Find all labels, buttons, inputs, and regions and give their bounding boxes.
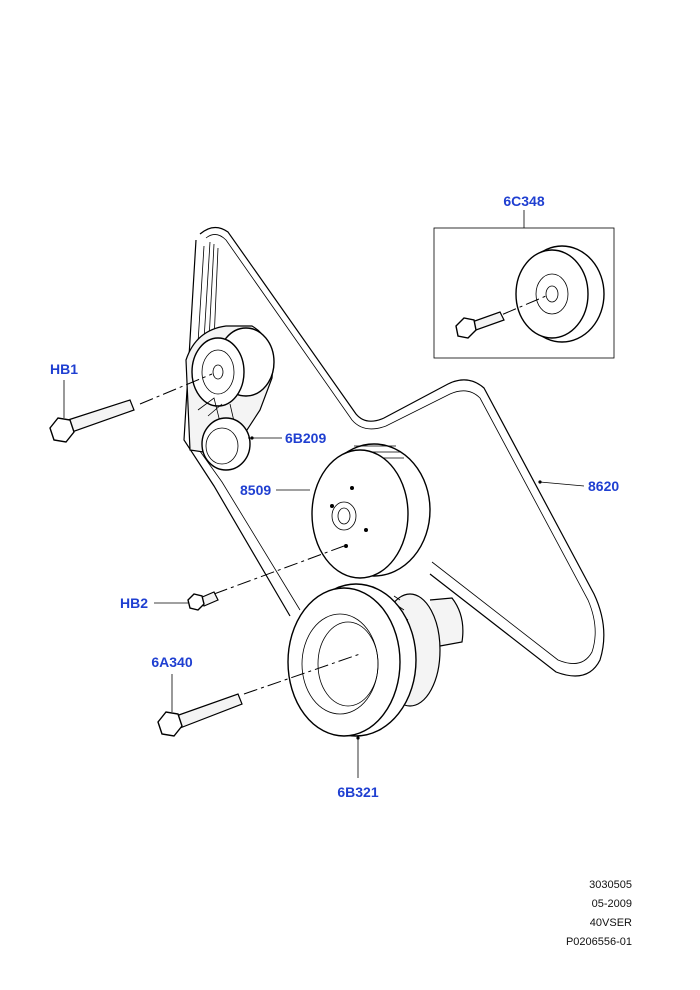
footer-date: 05-2009: [591, 898, 632, 910]
tensioner-pulley: [191, 337, 245, 407]
pulley-8509-hole-1: [350, 486, 354, 490]
hb1-head: [49, 417, 75, 443]
leader-6b209-dot: [250, 436, 254, 440]
bolt-6a340[interactable]: 6A340: [151, 653, 361, 737]
tensioner-pulley-hub: [201, 349, 235, 395]
hb1-shank: [67, 399, 135, 433]
bolt-hb1[interactable]: HB1: [49, 361, 213, 443]
pulley-8509[interactable]: [311, 443, 431, 579]
pulley-8509-hole-2: [330, 504, 334, 508]
leader-6b321-dot: [356, 736, 360, 740]
label-6b321: 6B321: [337, 784, 378, 800]
pulley-8509-hole-3: [364, 528, 368, 532]
idler-pulley-hub: [535, 273, 569, 315]
crank-pulley-inner: [317, 621, 379, 707]
crankshaft-pulley-6b321[interactable]: [287, 583, 464, 737]
6a340-shank: [175, 693, 243, 729]
inset-bolt-shank: [471, 311, 505, 331]
pulley-8509-bore-inner: [337, 507, 351, 525]
footer-code: 3030505: [589, 879, 632, 891]
label-6a340: 6A340: [151, 654, 192, 670]
belt-tensioner[interactable]: [185, 325, 275, 471]
bolt-hb2[interactable]: HB2: [120, 545, 345, 611]
idler-pulley[interactable]: [515, 249, 589, 339]
label-8620: 8620: [588, 478, 619, 494]
6a340-head: [157, 711, 183, 737]
label-6c348: 6C348: [503, 193, 544, 209]
tensioner-lower-hub: [205, 427, 239, 465]
drawing-reference-block: 3030505 05-2009 40VSER P0206556-01: [566, 876, 632, 952]
leader-8620-dot: [538, 480, 542, 484]
label-6b209: 6B209: [285, 430, 326, 446]
footer-ref: P0206556-01: [565, 936, 632, 948]
pulley-8509-bore: [331, 501, 357, 531]
tensioner-lower-pulley: [201, 417, 251, 471]
hb2-axis-line: [213, 545, 345, 595]
6a340-axis-line: [243, 653, 361, 695]
leader-8620: [539, 481, 585, 487]
label-hb1: HB1: [50, 361, 78, 377]
hb1-axis-line: [139, 373, 213, 405]
idler-pulley-bore: [545, 285, 559, 303]
label-hb2: HB2: [120, 595, 148, 611]
inset-6c348: 6C348: [433, 193, 615, 359]
inset-bolt-head[interactable]: [455, 317, 477, 339]
belt-outline-outer: [183, 226, 605, 677]
pulley-8509-hole-4: [344, 544, 348, 548]
footer-series: 40VSER: [589, 917, 632, 929]
pulley-8509-face: [311, 449, 409, 579]
label-8509: 8509: [240, 482, 271, 498]
tensioner-bolt-hole: [212, 364, 224, 380]
hb2-head: [187, 593, 205, 611]
